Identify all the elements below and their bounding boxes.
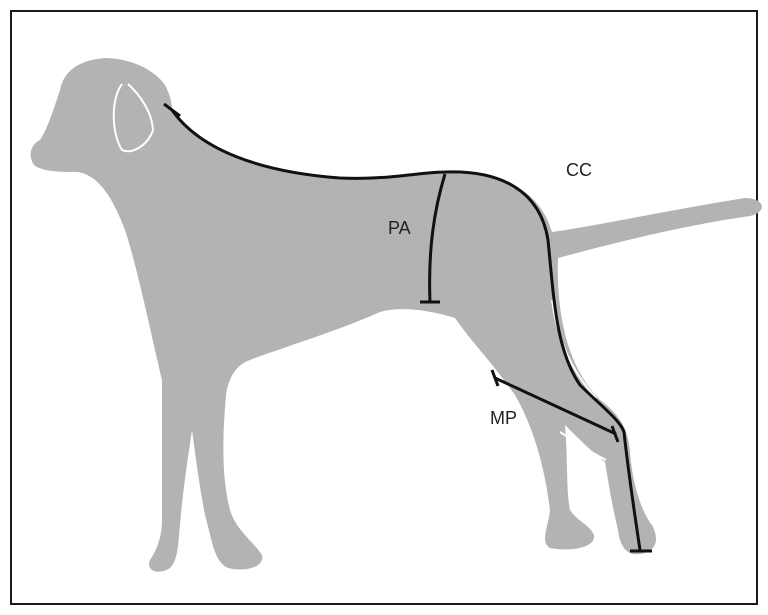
pa-label: PA xyxy=(388,218,411,239)
dog-silhouette xyxy=(31,58,762,572)
mp-label: MP xyxy=(490,408,517,429)
cc-label: CC xyxy=(566,160,592,181)
